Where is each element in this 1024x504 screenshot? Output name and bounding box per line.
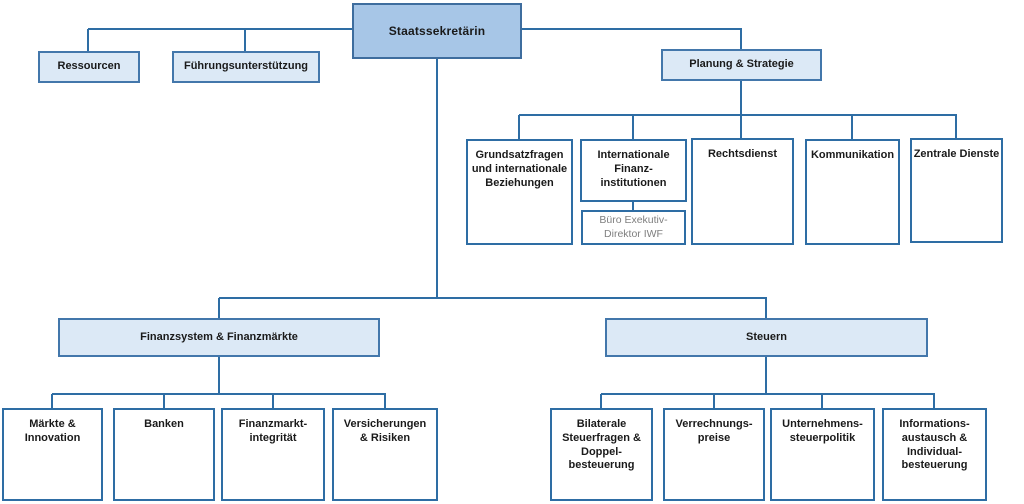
- connector-line: [821, 394, 823, 409]
- connector-line: [88, 28, 352, 30]
- node-unternehmenssteuerpolitik: Unternehmens- steuerpolitik: [770, 408, 875, 501]
- node-banken: Banken: [113, 408, 215, 501]
- node-finanzmarktintegritaet: Finanzmarkt- integrität: [221, 408, 325, 501]
- connector-line: [218, 356, 220, 395]
- connector-line: [518, 115, 520, 140]
- node-rechtsdienst: Rechtsdienst: [691, 138, 794, 245]
- connector-line: [522, 28, 742, 30]
- connector-line: [955, 115, 957, 139]
- connector-line: [851, 115, 853, 140]
- node-internationale-finanzinstitutionen: Internationale Finanz- institutionen: [580, 139, 687, 202]
- node-buero-exekutivdirektor-iwf: Büro Exekutiv- Direktor IWF: [581, 210, 686, 245]
- node-zentrale-dienste: Zentrale Dienste: [910, 138, 1003, 243]
- connector-line: [632, 115, 634, 140]
- connector-line: [601, 393, 935, 395]
- node-informationsaustausch: Informations- austausch & Individual- be…: [882, 408, 987, 501]
- connector-line: [218, 298, 220, 319]
- node-steuern: Steuern: [605, 318, 928, 357]
- node-kommunikation: Kommunikation: [805, 139, 900, 245]
- node-planung-strategie: Planung & Strategie: [661, 49, 822, 81]
- connector-line: [632, 201, 634, 211]
- connector-line: [600, 394, 602, 409]
- connector-line: [219, 297, 767, 299]
- connector-line: [765, 356, 767, 395]
- node-ressourcen: Ressourcen: [38, 51, 140, 83]
- connector-line: [740, 80, 742, 139]
- node-staatssekretaerin: Staatssekretärin: [352, 3, 522, 59]
- connector-line: [933, 394, 935, 409]
- connector-line: [51, 394, 53, 409]
- connector-line: [384, 394, 386, 409]
- connector-line: [436, 58, 438, 299]
- connector-line: [52, 393, 386, 395]
- connector-line: [272, 394, 274, 409]
- connector-line: [713, 394, 715, 409]
- node-grundsatzfragen: Grundsatzfragen und internationale Bezie…: [466, 139, 573, 245]
- connector-line: [765, 298, 767, 319]
- connector-line: [519, 114, 957, 116]
- connector-line: [740, 29, 742, 50]
- node-finanzsystem-finanzmaerkte: Finanzsystem & Finanzmärkte: [58, 318, 380, 357]
- node-fuehrungsunterstuetzung: Führungsunterstützung: [172, 51, 320, 83]
- connector-line: [244, 29, 246, 52]
- node-verrechnungspreise: Verrechnungs- preise: [663, 408, 765, 501]
- node-maerkte-innovation: Märkte & Innovation: [2, 408, 103, 501]
- node-bilaterale-steuerfragen: Bilaterale Steuerfragen & Doppel- besteu…: [550, 408, 653, 501]
- connector-line: [163, 394, 165, 409]
- connector-line: [87, 29, 89, 52]
- node-versicherungen-risiken: Versicherungen & Risiken: [332, 408, 438, 501]
